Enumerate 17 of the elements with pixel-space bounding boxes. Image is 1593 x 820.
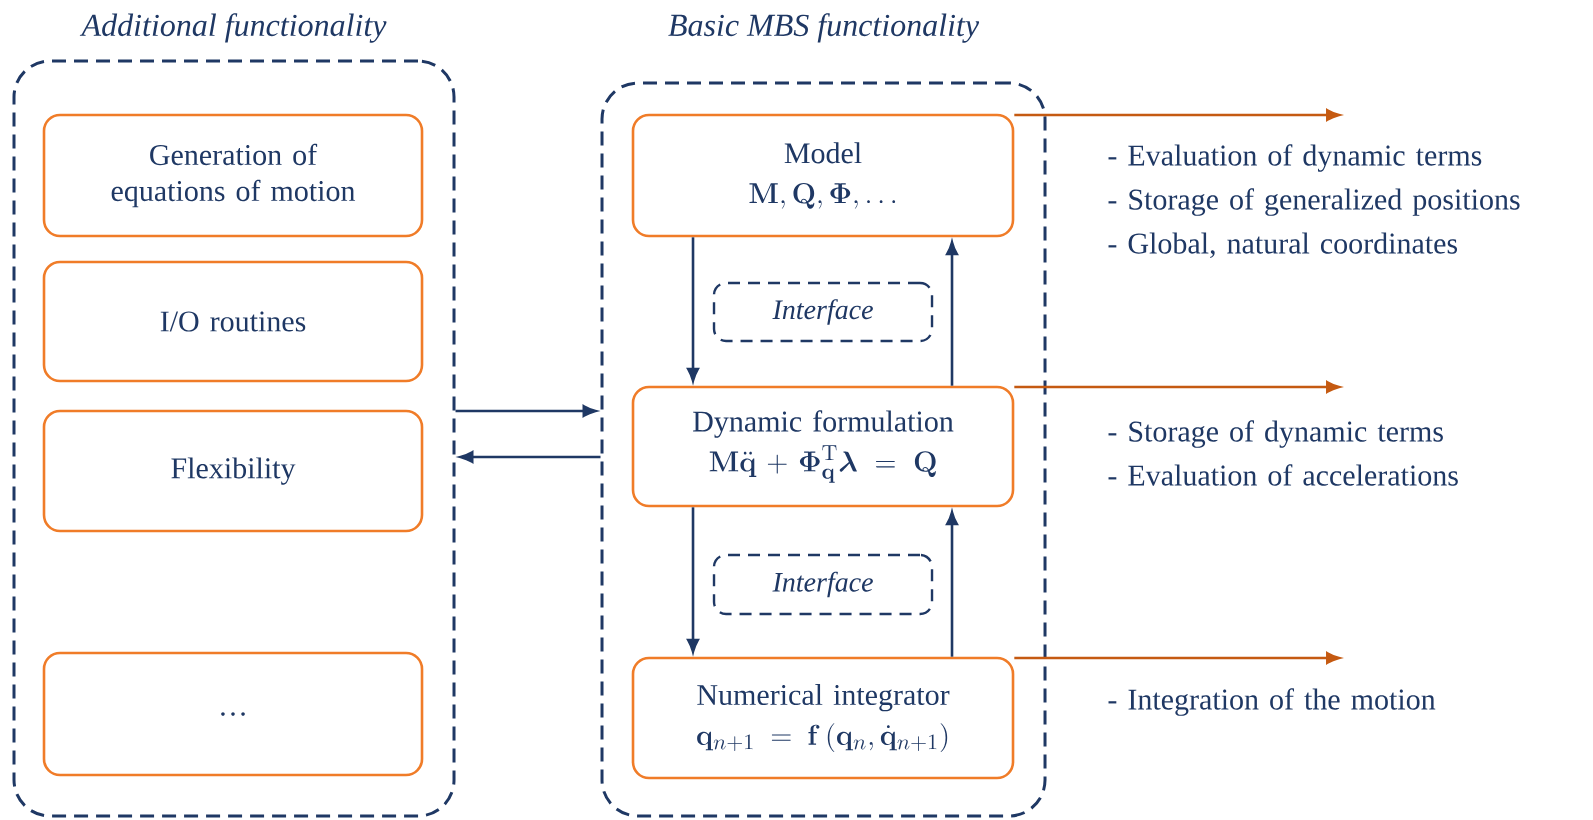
description-list: - Evaluation of dynamic terms - Storage of generalized positions - Global, natural coordinates bbox=[1108, 144, 1520, 258]
description-list: - Storage of dynamic terms - Evaluation of accelerations bbox=[1108, 420, 1458, 486]
module-box: Dynamic formulation $\mathbf{M}\ddot{\mathbf{q}}+\boldsymbol{\Phi}_{\mathbf{q}}^{\mathrm{T}}\boldsymbol{\lambda}=\mathbf{Q}$ bbox=[631, 385, 1015, 508]
arrow bbox=[1014, 381, 1341, 393]
module-box: I/O routines bbox=[42, 260, 424, 383]
module-box: Generation of equations of motion bbox=[42, 113, 424, 238]
node-label: Basic MBS functionality bbox=[668, 13, 980, 43]
arrow bbox=[1014, 652, 1341, 664]
node-label: Additional functionality bbox=[79, 13, 387, 43]
interface-box: Interface bbox=[712, 281, 934, 343]
interface-box: Interface bbox=[712, 553, 934, 616]
module-box: Numerical integrator $\mathbf{q}_{n+1}=\mathbf{f}\left(\mathbf{q}_{n},\dot{\mathbf{q}}_{n+1}\right)$ bbox=[631, 656, 1015, 780]
module-box: Model $\mathbf{M},\mathbf{Q},\boldsymbol{\Phi},\ldots$ bbox=[631, 113, 1015, 238]
arrow bbox=[1014, 109, 1341, 121]
module-box: Flexibility bbox=[42, 409, 424, 533]
description-list: - Integration of the motion bbox=[1108, 688, 1436, 716]
module-box: … bbox=[42, 651, 424, 777]
